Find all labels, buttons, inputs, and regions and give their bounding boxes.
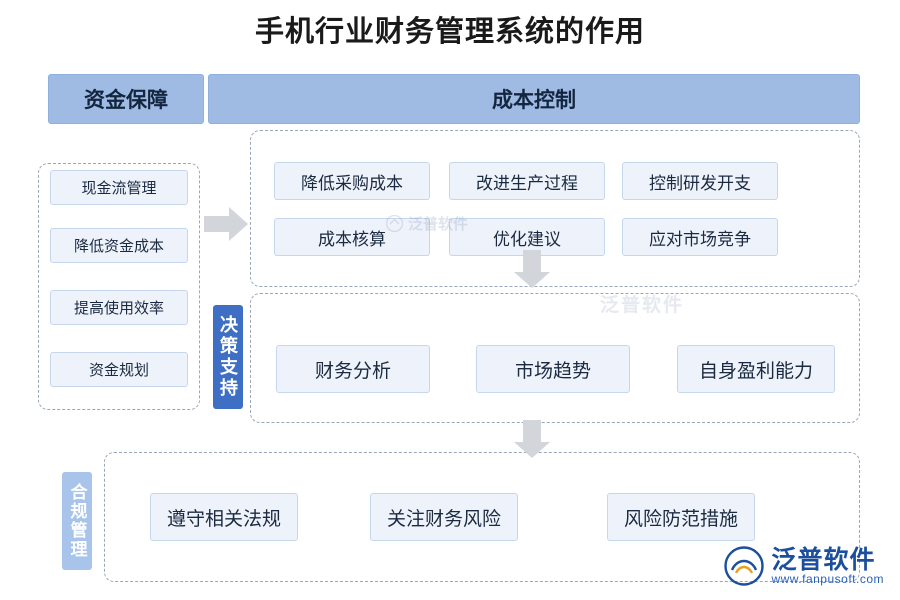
logo-mark-icon <box>724 546 765 586</box>
chip-market-competition: 应对市场竞争 <box>622 218 778 256</box>
chip-financial-analysis: 财务分析 <box>276 345 430 393</box>
chip-cash-flow-management: 现金流管理 <box>50 170 188 205</box>
brand-logo: 泛普软件 www.fanpusoft.com <box>724 546 884 586</box>
logo-name: 泛普软件 <box>771 545 876 574</box>
arrow-down-icon-1 <box>514 250 550 288</box>
chip-follow-regulations: 遵守相关法规 <box>150 493 298 541</box>
chip-control-rnd-spend: 控制研发开支 <box>622 162 778 200</box>
chip-improve-production: 改进生产过程 <box>449 162 605 200</box>
chip-watch-financial-risk: 关注财务风险 <box>370 493 518 541</box>
tab-compliance-management: 合规管理 <box>62 472 92 570</box>
chip-reduce-procurement-cost: 降低采购成本 <box>274 162 430 200</box>
chip-lower-capital-cost: 降低资金成本 <box>50 228 188 263</box>
tab-decision-support: 决策支持 <box>213 305 243 409</box>
chip-capital-planning: 资金规划 <box>50 352 188 387</box>
arrow-down-icon-2 <box>514 420 550 458</box>
header-cost-control: 成本控制 <box>208 74 860 124</box>
page-title: 手机行业财务管理系统的作用 <box>254 16 645 48</box>
arrow-right-icon <box>204 207 248 241</box>
chip-improve-efficiency: 提高使用效率 <box>50 290 188 325</box>
chip-profitability: 自身盈利能力 <box>677 345 835 393</box>
header-funding: 资金保障 <box>48 74 204 124</box>
logo-url: www.fanpusoft.com <box>771 571 884 586</box>
chip-optimization-advice: 优化建议 <box>449 218 605 256</box>
chip-risk-prevention: 风险防范措施 <box>607 493 755 541</box>
group-cost <box>250 130 860 287</box>
chip-cost-accounting: 成本核算 <box>274 218 430 256</box>
chip-market-trend: 市场趋势 <box>476 345 630 393</box>
